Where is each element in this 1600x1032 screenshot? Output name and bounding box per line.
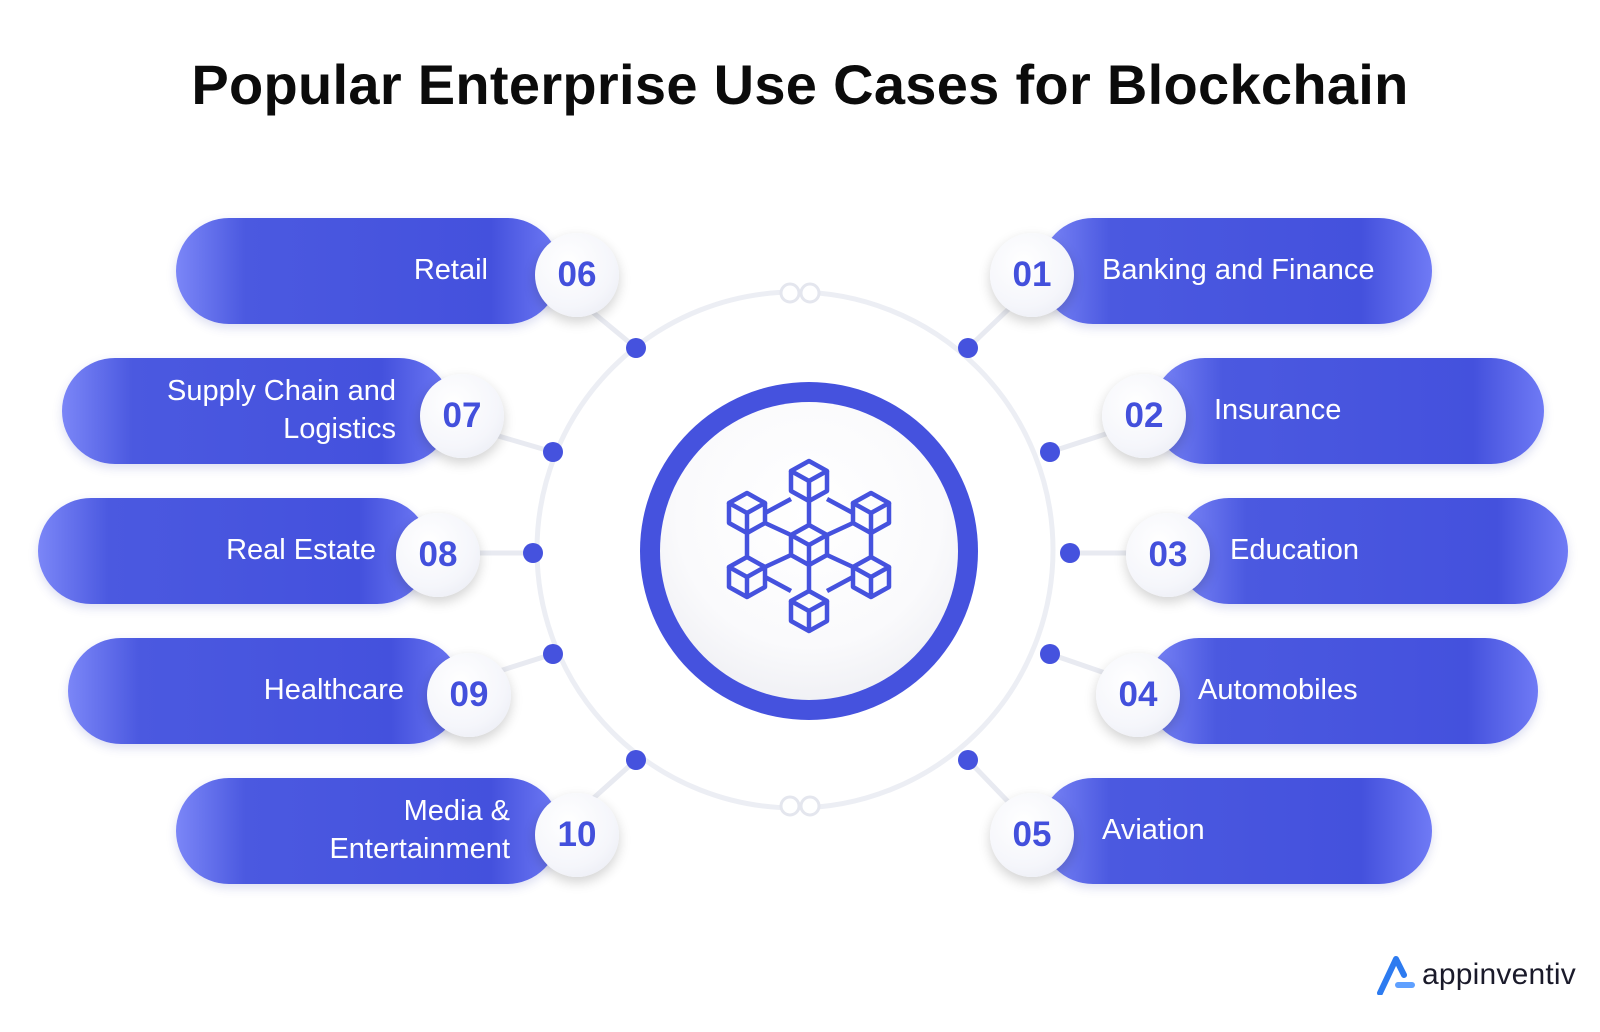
use-case-pill-supply-chain: Supply Chain and Logistics (62, 358, 452, 464)
use-case-pill-retail: Retail (176, 218, 560, 324)
use-case-number-badge: 09 (427, 653, 511, 737)
use-case-label: Retail (413, 254, 488, 287)
blockchain-cubes-icon (726, 458, 892, 634)
page-title: Popular Enterprise Use Cases for Blockch… (191, 53, 1409, 116)
use-case-label: Real Estate (226, 534, 376, 567)
use-case-label: Education (1230, 534, 1359, 567)
use-case-number-badge: 08 (396, 513, 480, 597)
use-case-number-badge: 02 (1102, 374, 1186, 458)
use-case-label: Banking and Finance (1102, 254, 1375, 287)
use-case-pill-media: Media & Entertainment (176, 778, 560, 884)
use-case-label: Supply Chain and Logistics (167, 375, 396, 445)
use-case-number-badge: 05 (990, 793, 1074, 877)
use-case-pill-real-estate: Real Estate (38, 498, 430, 604)
use-case-number-badge: 01 (990, 233, 1074, 317)
use-case-number-badge: 03 (1126, 513, 1210, 597)
use-case-number-badge: 10 (535, 793, 619, 877)
brand-name: appinventiv (1422, 958, 1576, 991)
use-case-pill-education: Education (1176, 498, 1568, 604)
use-case-label: Aviation (1102, 814, 1205, 847)
use-case-number-badge: 06 (535, 233, 619, 317)
use-case-label: Media & Entertainment (329, 795, 510, 865)
use-case-pill-aviation: Aviation (1040, 778, 1432, 884)
use-case-number-badge: 07 (420, 374, 504, 458)
use-case-pill-healthcare: Healthcare (68, 638, 462, 744)
use-case-label: Insurance (1214, 394, 1342, 427)
use-case-label: Healthcare (263, 674, 404, 707)
use-case-number-badge: 04 (1096, 653, 1180, 737)
appinventiv-logo-icon (1377, 956, 1415, 995)
brand-logo: appinventiv (1376, 955, 1576, 995)
use-case-label: Automobiles (1198, 674, 1358, 707)
use-case-pill-banking: Banking and Finance (1040, 218, 1432, 324)
use-case-pill-automobiles: Automobiles (1146, 638, 1538, 744)
use-case-pill-insurance: Insurance (1152, 358, 1544, 464)
